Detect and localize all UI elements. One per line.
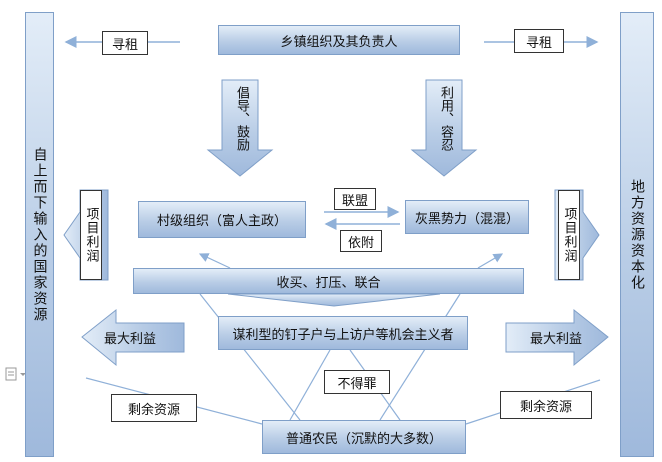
surplus-right-label: 剩余资源 bbox=[519, 399, 572, 415]
alliance-box: 联盟 bbox=[334, 188, 376, 210]
left-bar-national-resources: 自上而下输入的国家资源 bbox=[25, 12, 54, 457]
profit-right-box: 项目利润 bbox=[558, 190, 580, 280]
max-right-arrow bbox=[505, 308, 609, 367]
forced-label: 不得罪 bbox=[337, 376, 377, 392]
peasants-box: 普通农民（沉默的大多数） bbox=[262, 420, 466, 454]
fan-line bbox=[379, 293, 461, 421]
nail-households-label: 谋利型的钉子户与上访户等机会主义者 bbox=[232, 327, 454, 343]
max-right-label: 最大利益 bbox=[529, 331, 582, 347]
profit-right-label: 项目利润 bbox=[561, 207, 577, 263]
peasants-label: 普通农民（沉默的大多数） bbox=[285, 431, 442, 447]
rent-left-box: 寻租 bbox=[102, 31, 148, 55]
buy-suppress-unite-box: 收买、打压、联合 bbox=[133, 268, 524, 294]
attach-box: 依附 bbox=[340, 230, 382, 252]
village-organization-label: 村级组织（富人主政） bbox=[156, 214, 287, 229]
rent-left-label: 寻租 bbox=[111, 37, 138, 53]
profit-left-box: 项目利润 bbox=[80, 190, 102, 280]
right-bar-label: 地方资源资本化 bbox=[629, 178, 645, 291]
gray-forces-box: 灰黑势力（混混） bbox=[405, 200, 529, 234]
advocate-down-arrow bbox=[206, 79, 274, 177]
profit-left-label: 项目利润 bbox=[83, 207, 99, 263]
left-bar-label: 自上而下输入的国家资源 bbox=[31, 146, 48, 323]
max-right-box: 最大利益 bbox=[524, 326, 588, 348]
advocate-label: 倡导、鼓励 bbox=[234, 86, 249, 151]
surplus-left-label: 剩余资源 bbox=[127, 402, 180, 418]
use-down-arrow bbox=[410, 79, 478, 177]
document-icon bbox=[5, 367, 26, 381]
buy-down-arrow bbox=[227, 293, 441, 307]
buy-suppress-unite-label: 收买、打压、联合 bbox=[276, 275, 381, 291]
rent-right-box: 寻租 bbox=[514, 29, 564, 53]
nail-households-box: 谋利型的钉子户与上访户等机会主义者 bbox=[218, 316, 468, 350]
forced-box: 不得罪 bbox=[324, 370, 390, 394]
attach-label: 依附 bbox=[347, 235, 374, 251]
surplus-right-box: 剩余资源 bbox=[500, 391, 592, 419]
max-left-label: 最大利益 bbox=[103, 331, 156, 347]
right-bar-local-capitalization: 地方资源资本化 bbox=[620, 12, 654, 457]
rent-right-label: 寻租 bbox=[525, 35, 552, 51]
buy-to-village-line bbox=[198, 253, 231, 269]
township-organization-box: 乡镇组织及其负责人 bbox=[218, 25, 460, 55]
buy-to-gray-line bbox=[477, 253, 504, 269]
max-left-box: 最大利益 bbox=[98, 326, 162, 348]
gray-forces-label: 灰黑势力（混混） bbox=[414, 211, 519, 227]
township-organization-label: 乡镇组织及其负责人 bbox=[280, 34, 398, 50]
fan-line bbox=[289, 349, 331, 421]
use-label: 利用、容忍 bbox=[438, 86, 453, 151]
village-organization-box: 村级组织（富人主政） bbox=[138, 201, 306, 238]
surplus-left-box: 剩余资源 bbox=[111, 394, 197, 422]
fan-line bbox=[199, 293, 301, 421]
alliance-label: 联盟 bbox=[341, 193, 368, 209]
max-left-arrow bbox=[81, 308, 185, 367]
